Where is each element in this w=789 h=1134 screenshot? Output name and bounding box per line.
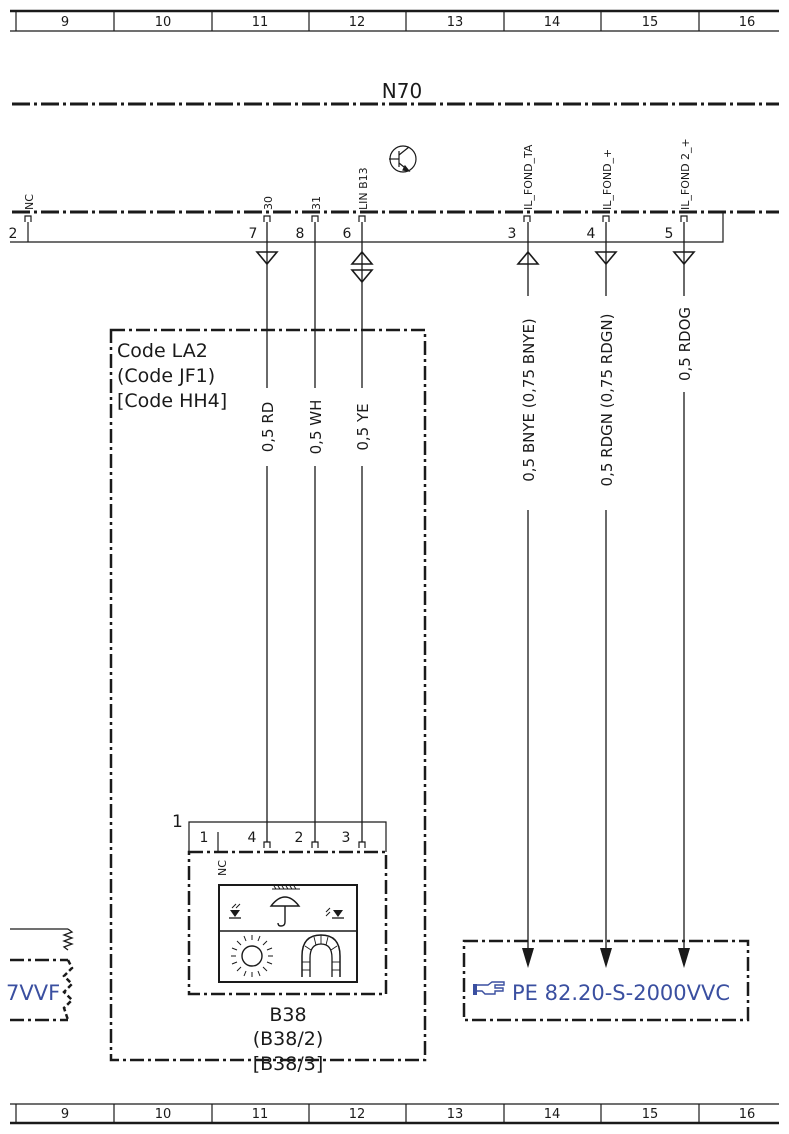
- sensor-connector-number: 1: [172, 812, 183, 832]
- wire-label-ye: 0,5 YE: [354, 403, 372, 450]
- wire-label-wh: 0,5 WH: [307, 400, 325, 455]
- bottom-grid-ruler: 9 10 11 12 13 14 15 16: [10, 1103, 779, 1125]
- sensor-label-b38: B38: [269, 1004, 306, 1026]
- grid-col-13: 13: [447, 15, 464, 30]
- pin-number-4: 4: [587, 226, 596, 242]
- module-name-n70: N70: [382, 79, 422, 103]
- option-code-la2: Code LA2: [117, 340, 208, 362]
- sensor-nc-label: NC: [216, 860, 229, 876]
- pin-name-il-fond-plus: IL_FOND_+: [601, 149, 614, 210]
- pin-number-6: 6: [343, 226, 352, 242]
- pin-name-lin-b13: LIN B13: [357, 167, 370, 210]
- module-pin-terminals: [24, 215, 688, 222]
- wire-lin-ye: 0,5 YE: [350, 222, 374, 842]
- wire-label-rdog: 0,5 RDOG: [676, 307, 694, 381]
- option-code-hh4: [Code HH4]: [117, 390, 227, 412]
- sensor-pin-4: 4: [248, 830, 257, 846]
- pin-name-30: 30: [262, 196, 275, 210]
- wire-rdog: 0,5 RDOG: [672, 222, 696, 968]
- top-grid-ruler: 9 10 11 12 13 14 15 16: [10, 9, 779, 32]
- grid-col-14-bottom: 14: [544, 1107, 561, 1122]
- pin-number-2: 2: [9, 226, 18, 242]
- grid-col-11-bottom: 11: [252, 1107, 269, 1122]
- grid-col-14: 14: [544, 15, 561, 30]
- reference-link-left[interactable]: 7VVF: [6, 981, 60, 1005]
- sensor-label-b38-3: [B38/3]: [253, 1053, 324, 1075]
- grid-col-16: 16: [739, 15, 756, 30]
- pin-number-5: 5: [665, 226, 674, 242]
- wire-31-wh: 0,5 WH: [307, 222, 325, 842]
- module-connector-outline: [10, 212, 724, 243]
- wire-label-rdgn: 0,5 RDGN (0,75 RDGN): [598, 314, 616, 487]
- grid-col-15-bottom: 15: [642, 1107, 659, 1122]
- grid-col-12-bottom: 12: [349, 1107, 366, 1122]
- transistor-icon: [389, 145, 417, 173]
- wire-30-rd: 0,5 RD: [255, 222, 279, 842]
- sensor-pin-1: 1: [200, 830, 209, 846]
- sensor-pin-3: 3: [342, 830, 351, 846]
- grid-col-10: 10: [155, 15, 172, 30]
- sensor-pin-2: 2: [295, 830, 304, 846]
- reference-box-left-partial: [10, 928, 74, 1022]
- grid-col-11: 11: [252, 15, 269, 30]
- option-code-box: [109, 328, 427, 1062]
- grid-col-9-bottom: 9: [61, 1107, 69, 1122]
- pin-name-31: 31: [310, 196, 323, 210]
- option-code-jf1: (Code JF1): [117, 365, 215, 387]
- sensor-b38-box: [187, 850, 388, 996]
- grid-col-16-bottom: 16: [739, 1107, 756, 1122]
- wire-label-bnye: 0,5 BNYE (0,75 BNYE): [520, 318, 538, 482]
- wire-label-rd: 0,5 RD: [259, 402, 277, 453]
- grid-col-13-bottom: 13: [447, 1107, 464, 1122]
- pin-number-3: 3: [508, 226, 517, 242]
- sensor-label-b38-2: (B38/2): [253, 1028, 324, 1050]
- wire-bnye: 0,5 BNYE (0,75 BNYE): [516, 222, 540, 968]
- pin-name-il-fond-ta: IL_FOND_TA: [522, 144, 535, 210]
- rain-light-sensor-icon: [218, 884, 358, 983]
- reference-link-right[interactable]: PE 82.20-S-2000VVC: [512, 981, 730, 1005]
- pin-number-8: 8: [296, 226, 305, 242]
- pin-name-il-fond-2-plus: IL_FOND 2_+: [679, 138, 692, 210]
- grid-col-15: 15: [642, 15, 659, 30]
- pin-name-nc: NC: [23, 194, 36, 210]
- grid-col-10-bottom: 10: [155, 1107, 172, 1122]
- sensor-pin-terminals: [263, 841, 366, 848]
- pointing-hand-icon: [473, 981, 505, 995]
- sensor-connector-outline: [188, 821, 387, 852]
- grid-col-12: 12: [349, 15, 366, 30]
- grid-col-9: 9: [61, 15, 69, 30]
- wire-rdgn: 0,5 RDGN (0,75 RDGN): [594, 222, 618, 968]
- reference-box-right: [462, 939, 750, 1022]
- pin-number-7: 7: [249, 226, 258, 242]
